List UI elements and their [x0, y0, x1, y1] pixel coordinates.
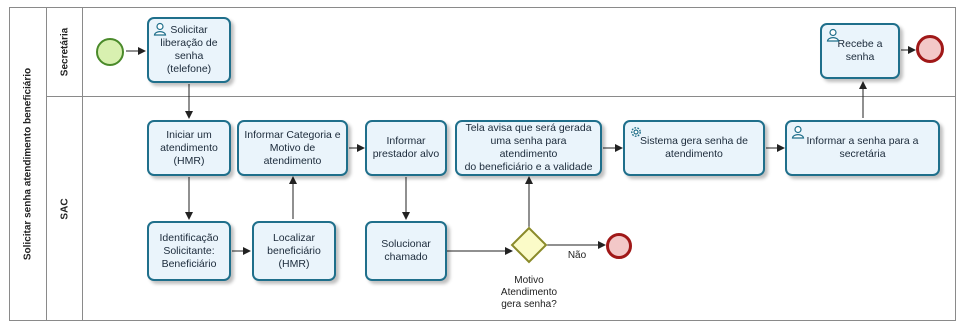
task-informar-categoria[interactable]: Informar Categoria e Motivo de atendimen… [237, 120, 348, 176]
task-localizar-beneficiario[interactable]: Localizar beneficiário (HMR) [252, 221, 336, 281]
lane-secretaria: Secretária [47, 7, 956, 97]
task-label: Informar Categoria e Motivo de atendimen… [244, 128, 341, 167]
end-event-top [916, 35, 944, 63]
task-iniciar-atendimento[interactable]: Iniciar um atendimento (HMR) [147, 120, 231, 176]
task-label: Sistema gera senha de atendimento [640, 135, 748, 160]
task-identificacao-solicitante[interactable]: Identificação Solicitante: Beneficiário [147, 221, 231, 281]
task-recebe-senha[interactable]: Recebe a senha [820, 23, 900, 79]
start-event [96, 38, 124, 66]
task-label: Informar a senha para a secretária [806, 135, 919, 160]
lane-sac: SAC [47, 97, 956, 321]
task-label: Recebe a senha [837, 38, 883, 63]
end-event-bottom [606, 233, 632, 259]
task-solicitar-liberacao[interactable]: Solicitar liberação de senha (telefone) [147, 17, 231, 83]
lane-label-sac: SAC [47, 97, 83, 321]
lane-label-secretaria: Secretária [47, 7, 83, 96]
task-tela-avisa[interactable]: Tela avisa que será gerada uma senha par… [455, 120, 602, 176]
user-icon [791, 125, 805, 139]
task-label: Solucionar chamado [381, 238, 431, 263]
task-informar-prestador[interactable]: Informar prestador alvo [365, 120, 447, 176]
task-label: Solicitar liberação de senha (telefone) [160, 24, 218, 75]
gear-icon [631, 127, 641, 137]
task-label: Identificação Solicitante: Beneficiário [159, 231, 219, 270]
task-label: Tela avisa que será gerada uma senha par… [464, 122, 593, 173]
task-sistema-gera-senha[interactable]: Sistema gera senha de atendimento [623, 120, 765, 176]
task-label: Iniciar um atendimento (HMR) [160, 128, 218, 167]
task-label: Informar prestador alvo [372, 135, 440, 160]
pool-label: Solicitar senha atendimento beneficiário [9, 7, 47, 321]
user-icon [153, 22, 167, 36]
gateway-no-label: Não [567, 250, 587, 261]
task-solucionar-chamado[interactable]: Solucionar chamado [365, 221, 447, 281]
task-label: Localizar beneficiário (HMR) [267, 231, 321, 270]
user-icon [826, 28, 840, 42]
gateway-question: Motivo Atendimento gera senha? [500, 275, 558, 310]
task-informar-senha[interactable]: Informar a senha para a secretária [785, 120, 940, 176]
